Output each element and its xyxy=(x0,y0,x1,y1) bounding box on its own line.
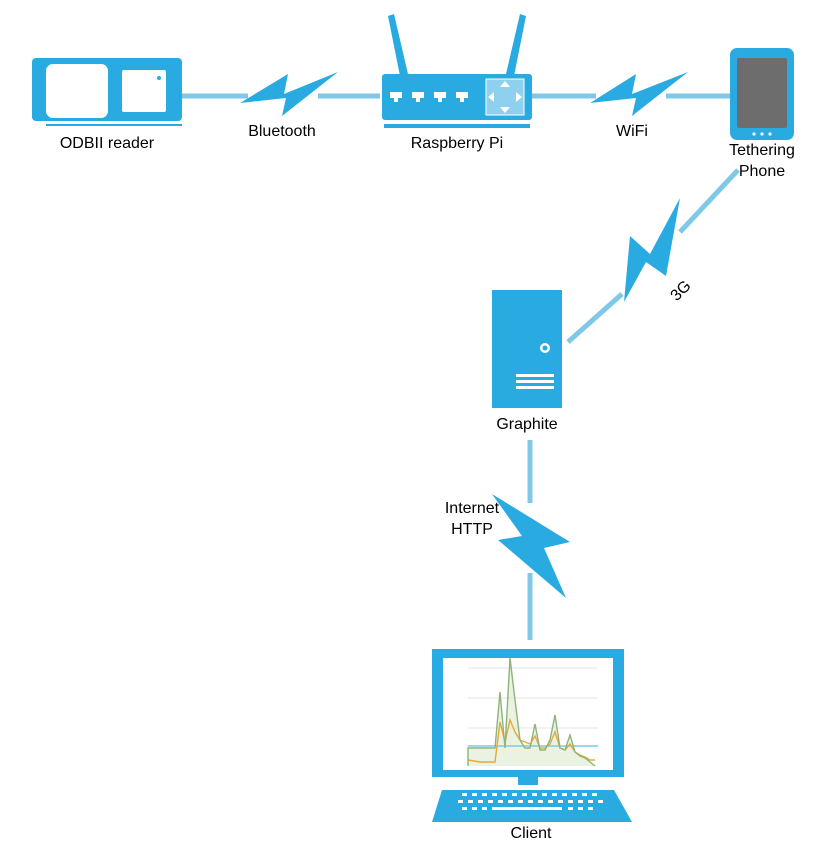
client-label: Client xyxy=(511,825,552,842)
smartphone-icon xyxy=(730,48,794,140)
laptop-icon xyxy=(432,649,632,822)
bluetooth-label: Bluetooth xyxy=(248,123,316,140)
internet-bolt-icon xyxy=(492,494,570,598)
server-icon xyxy=(492,290,562,408)
monitoring-chart-thumbnail xyxy=(467,657,598,767)
graphite-label: Graphite xyxy=(496,416,557,433)
internet-label-line1: Internet xyxy=(445,500,500,517)
wifi-bolt-icon xyxy=(590,72,688,116)
bluetooth-bolt-icon xyxy=(240,72,338,116)
labels: ODBII reader Bluetooth Raspberry Pi WiFi… xyxy=(60,123,795,842)
router-icon xyxy=(382,14,532,128)
3g-bolt-icon xyxy=(624,198,680,302)
internet-label-line2: HTTP xyxy=(451,521,493,538)
connectors xyxy=(182,93,740,640)
3g-label: 3G xyxy=(668,278,695,305)
wifi-label: WiFi xyxy=(616,123,648,140)
tethering-phone-label-line2: Phone xyxy=(739,163,785,180)
odbii-reader-label: ODBII reader xyxy=(60,135,155,152)
link-3g-graphite xyxy=(566,292,624,344)
obd-reader-icon xyxy=(32,58,182,126)
raspberry-pi-label: Raspberry Pi xyxy=(411,135,503,152)
tethering-phone-label-line1: Tethering xyxy=(729,142,795,159)
link-phone-3g xyxy=(678,168,740,234)
lightning-bolts xyxy=(240,72,688,598)
